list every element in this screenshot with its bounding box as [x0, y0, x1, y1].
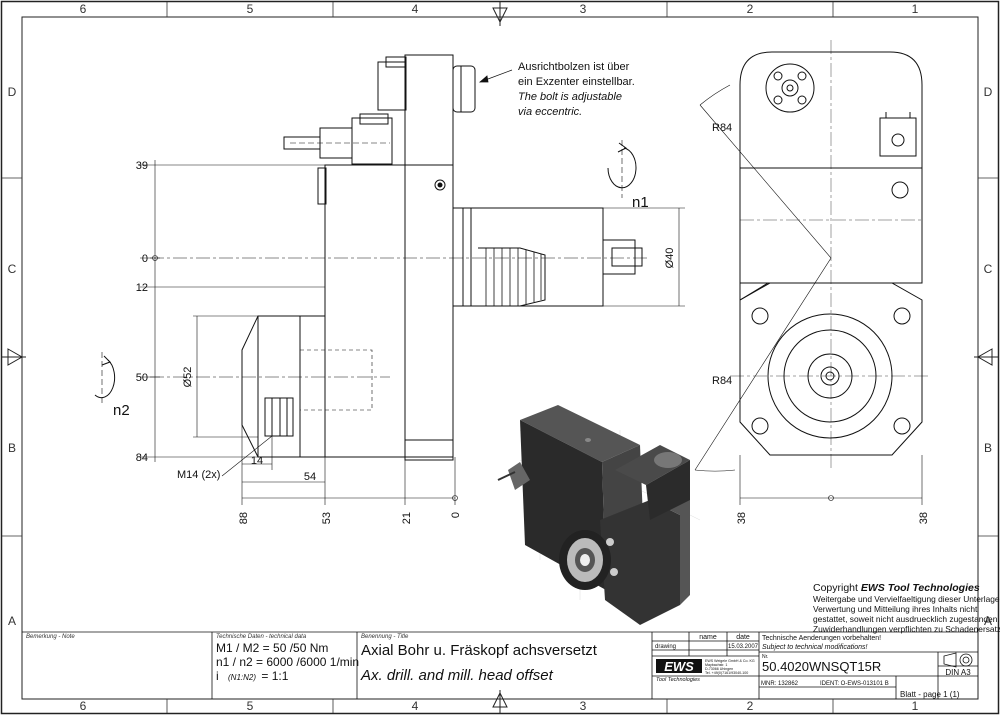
bolt-note-en-1: The bolt is adjustable — [518, 91, 622, 103]
zone-right-D: D — [984, 85, 993, 99]
dim-r84-top: R84 — [712, 122, 732, 134]
rotation-symbol-n2 — [94, 352, 116, 404]
drawing-date: 15.03.2007 — [728, 644, 759, 650]
isometric-render — [497, 405, 701, 625]
title-block — [22, 631, 978, 699]
sheet-number: Blatt - page 1 (1) — [900, 690, 960, 699]
zone-left-B: B — [8, 441, 16, 455]
zone-left-A: A — [8, 614, 16, 628]
nr-label: Nr. — [762, 654, 768, 660]
dim-53: 53 — [321, 512, 333, 524]
dim-38-right: 38 — [918, 512, 930, 524]
dim-88: 88 — [238, 512, 250, 524]
zone-top-5: 5 — [247, 2, 254, 16]
col-name: name — [699, 634, 717, 641]
drawing-title-en: Ax. drill. and mill. head offset — [360, 667, 554, 684]
dim-54: 54 — [304, 471, 316, 483]
dim-0-vertical: 0 — [142, 253, 148, 265]
change-note-en: Subject to technical modifications! — [762, 644, 867, 651]
dim-12: 12 — [136, 282, 148, 294]
rotation-symbol-n1 — [607, 140, 637, 198]
svg-text:Copyright EWS Tool Technologie: Copyright EWS Tool Technologies — [813, 582, 980, 594]
dim-0-horizontal: 0 — [450, 512, 462, 518]
horizontal-dimension-lines — [152, 255, 458, 505]
copyright-line-3: gestattet, soweit nicht ausdruecklich zu… — [813, 614, 1000, 624]
dim-r84-bottom: R84 — [712, 375, 732, 387]
dim-21: 21 — [401, 512, 413, 524]
zone-right-A: A — [984, 614, 992, 628]
bolt-note-de-2: ein Exzenter einstellbar. — [518, 76, 635, 88]
ident: IDENT: O-EWS-013101 B — [820, 681, 889, 687]
zone-bottom-4: 4 — [412, 699, 419, 713]
zone-top-1: 1 — [912, 2, 919, 16]
dim-d52: Ø52 — [182, 367, 194, 388]
logo-text: EWS — [664, 659, 694, 674]
address-4: Tel. +49(0)7161/93040-100 — [705, 671, 748, 675]
ratio-i: i — [216, 669, 219, 683]
zone-bottom-3: 3 — [580, 699, 587, 713]
bolt-note-de-1: Ausrichtbolzen ist über — [518, 61, 630, 73]
dim-84: 84 — [136, 452, 148, 464]
logo-sub: Tool Technologies — [656, 677, 700, 683]
din-format: DIN A3 — [945, 668, 971, 677]
zone-top-2: 2 — [747, 2, 754, 16]
ratio-val: = 1:1 — [261, 669, 288, 683]
zone-labels: 6 5 4 3 2 1 6 5 4 3 2 1 D C B A D C B A — [8, 2, 993, 713]
part-number: 50.4020WNSQT15R — [762, 659, 881, 674]
side-view — [150, 54, 650, 461]
bolt-note-en-2: via eccentric. — [518, 106, 582, 118]
drawing-title-de: Axial Bohr u. Fräskopf achsversetzt — [361, 642, 598, 659]
row-drawing: drawing — [655, 644, 676, 650]
front-view — [694, 40, 930, 505]
vertical-dimension-lines — [140, 160, 685, 462]
dim-38-left: 38 — [736, 512, 748, 524]
mnr: MNR: 132862 — [761, 681, 799, 687]
zone-top-4: 4 — [412, 2, 419, 16]
dim-d40: Ø40 — [664, 248, 676, 269]
projection-symbol — [943, 652, 973, 668]
ratio-value: i (N1:N2) = 1:1 — [216, 669, 289, 683]
zone-right-C: C — [984, 262, 993, 276]
zone-bottom-1: 1 — [912, 699, 919, 713]
zone-bottom-2: 2 — [747, 699, 754, 713]
copyright-notice: Copyright EWS Tool Technologies Weiterga… — [813, 582, 1000, 634]
n2-label: n2 — [113, 402, 130, 419]
note-label: Bemerkung - Note — [26, 634, 75, 640]
ratio-sub: (N1:N2) — [228, 673, 256, 682]
col-date: date — [736, 634, 750, 641]
ews-logo: EWS — [656, 659, 702, 674]
dim-14: 14 — [251, 455, 263, 467]
change-note-de: Technische Aenderungen vorbehalten! — [762, 635, 881, 642]
title-label: Benennung - Title — [361, 634, 409, 640]
m14-note: M14 (2x) — [177, 469, 220, 481]
zone-left-C: C — [8, 262, 17, 276]
bolt-leader — [478, 69, 513, 83]
copyright-prefix: Copyright — [813, 582, 861, 594]
zone-left-D: D — [8, 85, 17, 99]
zone-top-6: 6 — [80, 2, 87, 16]
copyright-brand: EWS Tool Technologies — [861, 582, 980, 594]
tech-data-label: Technische Daten - technical data — [216, 634, 307, 640]
copyright-line-1: Weitergabe und Vervielfaeltigung dieser … — [813, 594, 1000, 604]
address-3: D-73066 Uhingen — [705, 667, 733, 671]
zone-right-B: B — [984, 441, 992, 455]
address-2: Maybachstr. 1 — [705, 663, 727, 667]
speed-value: n1 / n2 = 6000 /6000 1/min — [216, 655, 359, 669]
dim-39: 39 — [136, 160, 148, 172]
address-1: EWS Weigele GmbH & Co. KG — [705, 659, 755, 663]
torque-value: M1 / M2 = 50 /50 Nm — [216, 641, 328, 655]
zone-bottom-6: 6 — [80, 699, 87, 713]
copyright-line-4: Zuwiderhandlungen verpflichten zu Schade… — [813, 624, 1000, 634]
zone-top-3: 3 — [580, 2, 587, 16]
copyright-line-2: Verwertung und Mitteilung ihres Inhalts … — [813, 604, 978, 614]
dim-50: 50 — [136, 372, 148, 384]
n1-label: n1 — [632, 194, 649, 211]
zone-bottom-5: 5 — [247, 699, 254, 713]
